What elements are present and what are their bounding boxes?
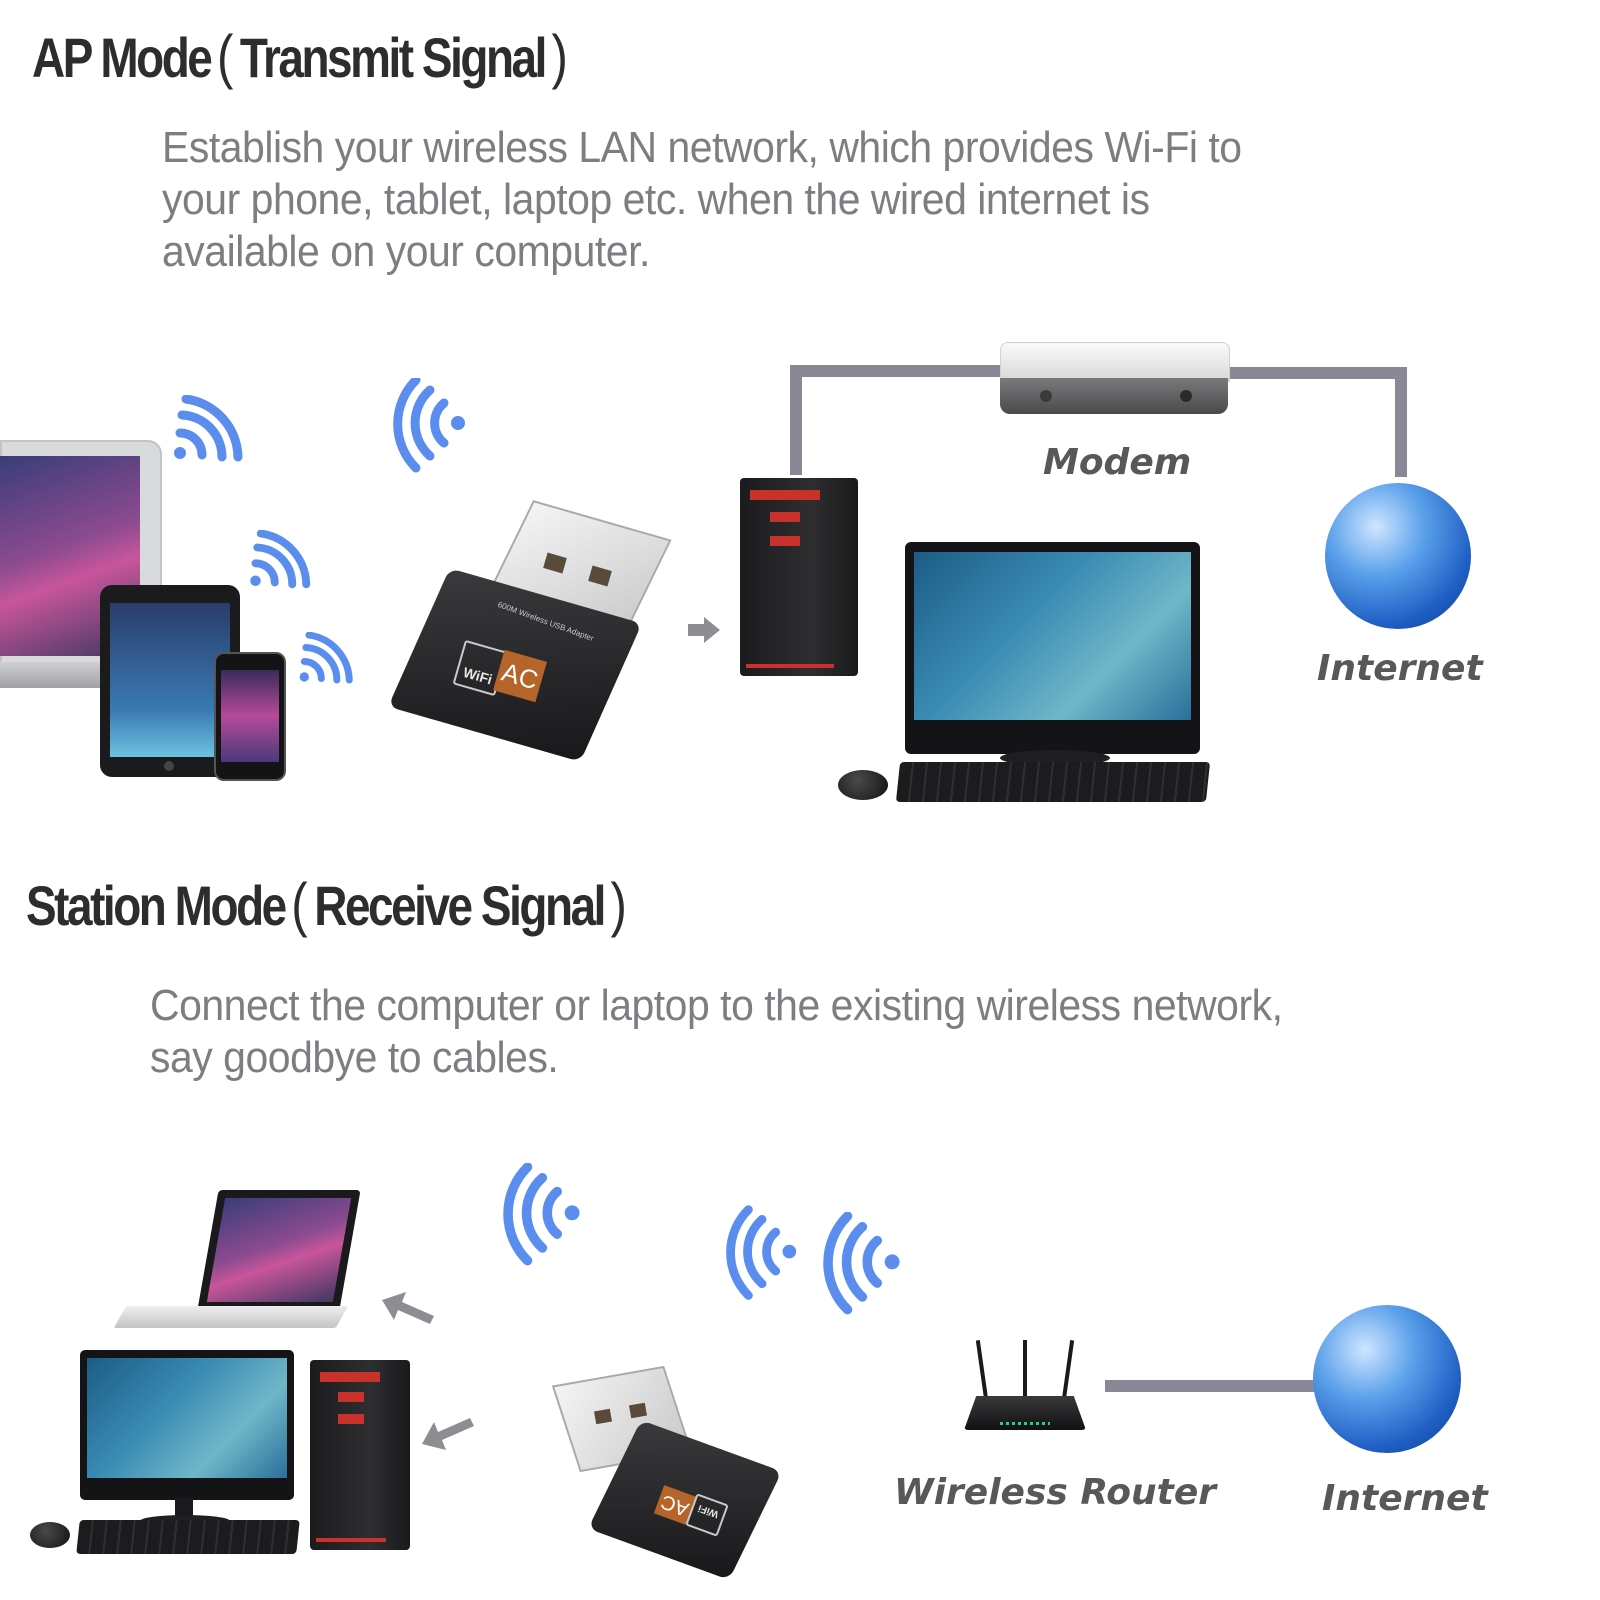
wifi-signal-icon bbox=[503, 1163, 580, 1266]
desc-line: say goodbye to cables. bbox=[150, 1033, 559, 1082]
paren-close: ) bbox=[610, 871, 627, 938]
modem-image bbox=[1000, 342, 1230, 414]
paren-open: ( bbox=[291, 871, 308, 938]
cable-modem-internet-v bbox=[1395, 367, 1407, 477]
cable-tower-modem bbox=[790, 365, 802, 475]
wifi-badge-text: WiFi bbox=[696, 1502, 721, 1520]
wifi-signal-icon bbox=[726, 1205, 797, 1300]
mouse-image bbox=[838, 770, 888, 800]
wireless-router-image bbox=[960, 1340, 1090, 1440]
monitor-image bbox=[80, 1350, 294, 1500]
station-mode-subtitle: Receive Signal bbox=[314, 874, 606, 937]
wifi-badge-text: WiFi bbox=[461, 663, 495, 688]
ac-badge-text: AC bbox=[498, 656, 542, 696]
cable-modem-internet bbox=[1225, 367, 1405, 379]
laptop-image bbox=[110, 1188, 361, 1338]
internet-label: Internet bbox=[1322, 1478, 1488, 1519]
modem-label: Modem bbox=[1043, 442, 1192, 483]
wifi-signal-icon bbox=[393, 378, 465, 473]
smartphone-image bbox=[214, 652, 286, 781]
wifi-signal-icon bbox=[823, 1212, 900, 1315]
paren-open: ( bbox=[216, 23, 234, 90]
keyboard-image bbox=[76, 1520, 300, 1554]
monitor-stand bbox=[175, 1498, 193, 1520]
wifi-signal-icon bbox=[250, 530, 311, 589]
ac-badge-text: AC bbox=[658, 1489, 692, 1521]
desc-line: Establish your wireless LAN network, whi… bbox=[162, 123, 1242, 172]
globe-icon bbox=[1313, 1305, 1461, 1453]
mouse-image bbox=[30, 1522, 70, 1548]
ap-mode-description: Establish your wireless LAN network, whi… bbox=[162, 122, 1242, 278]
cable-router-internet bbox=[1105, 1380, 1320, 1392]
keyboard-image bbox=[895, 762, 1211, 802]
monitor-image bbox=[905, 542, 1200, 778]
usb-wifi-adapter-image: AC WiFi bbox=[551, 1365, 782, 1580]
arrow-up-left-icon bbox=[382, 1292, 434, 1324]
desc-line: available on your computer. bbox=[162, 227, 650, 276]
wifi-signal-icon bbox=[299, 632, 353, 684]
desktop-tower-image bbox=[740, 478, 858, 676]
arrow-down-left-icon bbox=[422, 1418, 474, 1450]
station-mode-heading: Station Mode(Receive Signal) bbox=[26, 870, 633, 939]
desktop-tower-image bbox=[310, 1360, 410, 1550]
paren-close: ) bbox=[551, 23, 568, 90]
internet-label: Internet bbox=[1317, 648, 1483, 689]
desc-line: Connect the computer or laptop to the ex… bbox=[150, 981, 1283, 1030]
ap-mode-heading: AP Mode(Transmit Signal) bbox=[32, 22, 574, 91]
wifi-signal-icon bbox=[174, 395, 243, 462]
wireless-router-label: Wireless Router bbox=[894, 1472, 1217, 1513]
station-mode-title: Station Mode bbox=[26, 874, 287, 937]
ap-mode-subtitle: Transmit Signal bbox=[239, 26, 547, 89]
ap-mode-title: AP Mode bbox=[32, 26, 213, 89]
globe-icon bbox=[1325, 483, 1471, 629]
station-mode-description: Connect the computer or laptop to the ex… bbox=[150, 980, 1283, 1084]
cable-tower-modem-h bbox=[790, 365, 1005, 377]
desc-line: your phone, tablet, laptop etc. when the… bbox=[162, 175, 1150, 224]
usb-wifi-adapter-image: 600M Wireless USB Adapter WiFi AC bbox=[388, 500, 672, 765]
